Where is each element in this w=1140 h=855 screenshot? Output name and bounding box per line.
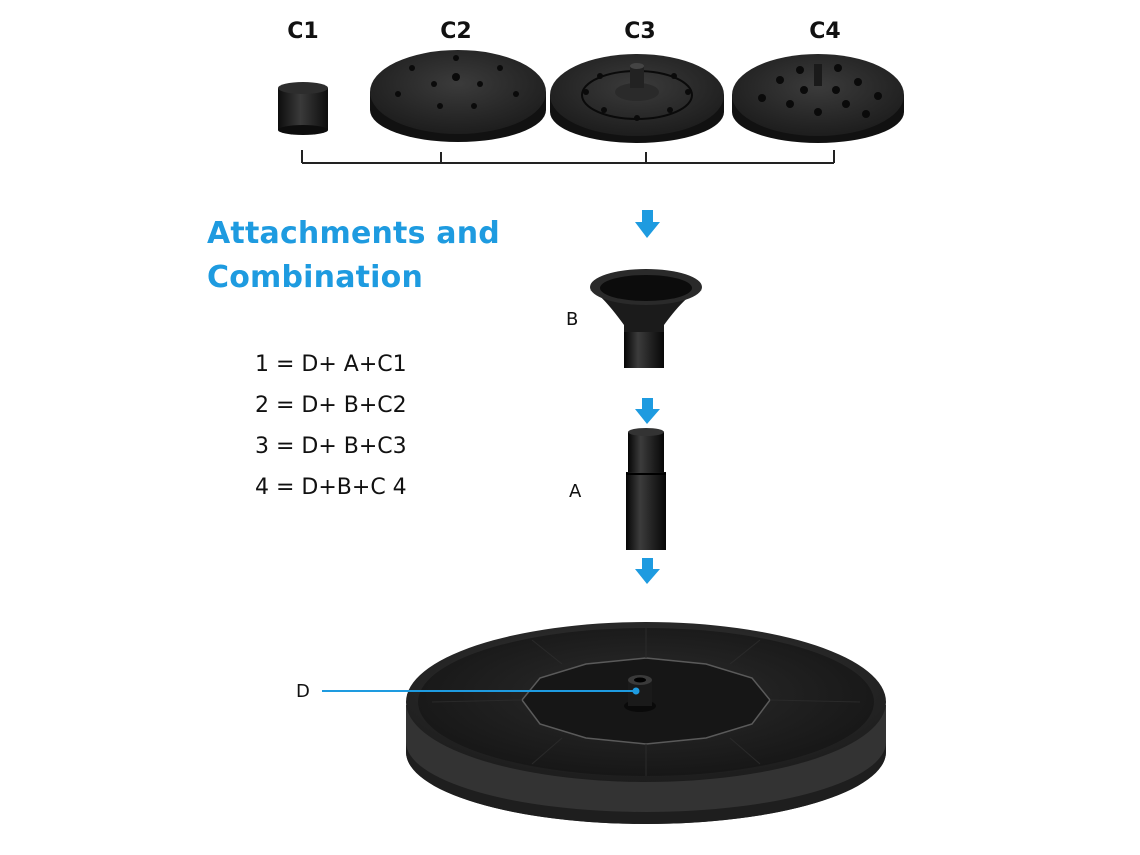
nozzle-bracket (301, 150, 835, 164)
part-label-a: A (569, 481, 582, 502)
part-label-d: D (296, 681, 310, 702)
arrow-down-icon (635, 210, 660, 238)
nozzle-c3-image (550, 54, 724, 143)
nozzle-label-c1: C1 (287, 19, 319, 44)
nozzle-c1-image (278, 82, 328, 135)
heading-line-1: Attachments and (207, 216, 500, 251)
section-heading: Attachments and Combination (207, 212, 500, 300)
combination-item: 3 = D+ B+C3 (255, 434, 407, 459)
nozzle-label-c2: C2 (440, 19, 472, 44)
part-b-image (590, 269, 702, 368)
heading-line-2: Combination (207, 260, 424, 295)
nozzle-c2-image (370, 50, 546, 142)
combination-list: 1 = D+ A+C1 2 = D+ B+C2 3 = D+ B+C3 4 = … (255, 344, 407, 508)
part-d-image (406, 622, 886, 824)
nozzle-label-c3: C3 (624, 19, 656, 44)
combination-item: 2 = D+ B+C2 (255, 393, 407, 418)
nozzle-label-c4: C4 (809, 19, 841, 44)
part-label-b: B (566, 309, 579, 330)
nozzle-c4-image (732, 54, 904, 143)
part-a-image (626, 428, 666, 550)
arrow-down-icon (635, 398, 660, 424)
combination-item: 4 = D+B+C 4 (255, 475, 407, 500)
part-d-pointer (322, 687, 640, 695)
arrow-down-icon (635, 558, 660, 584)
combination-item: 1 = D+ A+C1 (255, 352, 407, 377)
